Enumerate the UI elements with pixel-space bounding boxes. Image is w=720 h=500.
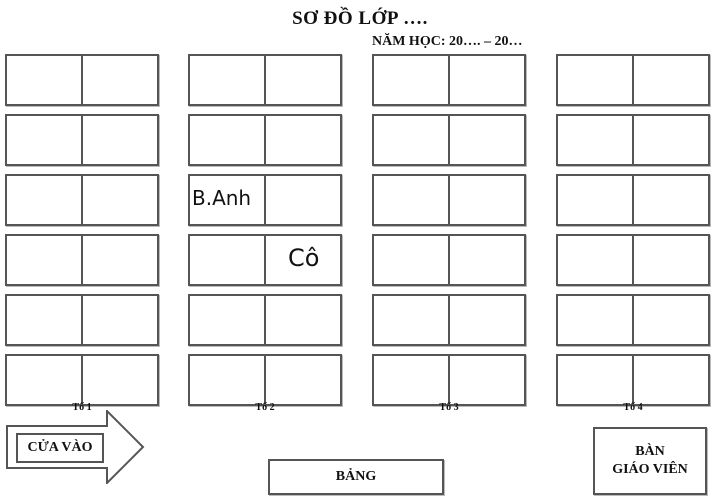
seat-name: Cô [288, 244, 320, 272]
desk [556, 354, 710, 406]
seat-left [558, 176, 632, 224]
seat-right [81, 356, 157, 404]
seat-right [81, 236, 157, 284]
desk [188, 114, 342, 166]
seat-right [632, 176, 708, 224]
desk [372, 294, 526, 346]
desk [188, 354, 342, 406]
group-label: Tổ 4 [623, 402, 643, 413]
seat-left [190, 296, 264, 344]
seat-left [190, 236, 264, 284]
seat-left [374, 176, 448, 224]
seat-right [632, 296, 708, 344]
seat-right [264, 356, 340, 404]
seat-right [632, 236, 708, 284]
seat-left [374, 56, 448, 104]
teacher-desk: BÀN GIÁO VIÊN [593, 427, 707, 495]
seat-right [632, 56, 708, 104]
seat-left [190, 56, 264, 104]
seat-left [558, 236, 632, 284]
seat-left [374, 356, 448, 404]
desk: Cô [188, 234, 342, 286]
desk: B.Anh [188, 174, 342, 226]
desk [372, 114, 526, 166]
desk [5, 354, 159, 406]
seat-left [374, 296, 448, 344]
entrance-door: CỬA VÀO [6, 410, 146, 484]
desk [5, 114, 159, 166]
seat-left [7, 116, 81, 164]
seat-left [374, 236, 448, 284]
desk [372, 174, 526, 226]
seat-left [558, 116, 632, 164]
seat-right [448, 56, 524, 104]
seat-left [7, 56, 81, 104]
desk [556, 174, 710, 226]
seat-left [190, 116, 264, 164]
desk-group-1 [5, 54, 159, 414]
seat-left [374, 116, 448, 164]
seat-right [264, 296, 340, 344]
group-label: Tổ 1 [72, 402, 92, 413]
desk [5, 174, 159, 226]
desk-group-4 [556, 54, 710, 414]
teacher-desk-line1: BÀN [635, 444, 665, 459]
seat-right [632, 356, 708, 404]
desk [372, 54, 526, 106]
seat-right [264, 56, 340, 104]
seat-right [264, 116, 340, 164]
seat-right [448, 356, 524, 404]
desk [556, 54, 710, 106]
seat-name: B.Anh [192, 186, 252, 210]
seat-left [558, 356, 632, 404]
seat-right [448, 116, 524, 164]
seat-right [632, 116, 708, 164]
seat-right [81, 176, 157, 224]
desk [372, 354, 526, 406]
seat-left: B.Anh [190, 176, 264, 224]
seat-right: Cô [264, 236, 340, 284]
desk [556, 294, 710, 346]
seat-right [81, 296, 157, 344]
seat-left [558, 296, 632, 344]
seat-left [7, 356, 81, 404]
seat-left [7, 236, 81, 284]
seat-left [558, 56, 632, 104]
desk [188, 294, 342, 346]
seat-right [448, 296, 524, 344]
seat-right [81, 56, 157, 104]
desk-group-3 [372, 54, 526, 414]
entrance-label: CỬA VÀO [16, 433, 104, 463]
desk [556, 114, 710, 166]
desk [372, 234, 526, 286]
desk [188, 54, 342, 106]
desk [5, 294, 159, 346]
seat-left [7, 296, 81, 344]
blackboard: BẢNG [268, 459, 444, 495]
seat-right [448, 236, 524, 284]
seat-left [190, 356, 264, 404]
group-label: Tổ 3 [439, 402, 459, 413]
teacher-desk-line2: GIÁO VIÊN [612, 462, 688, 477]
desk [556, 234, 710, 286]
page-title: SƠ ĐỒ LỚP …. [292, 8, 428, 29]
school-year-label: NĂM HỌC: 20…. – 20… [372, 34, 523, 49]
seat-left [7, 176, 81, 224]
group-label: Tổ 2 [255, 402, 275, 413]
seat-right [264, 176, 340, 224]
desk [5, 234, 159, 286]
desk [5, 54, 159, 106]
seat-right [81, 116, 157, 164]
seat-right [448, 176, 524, 224]
